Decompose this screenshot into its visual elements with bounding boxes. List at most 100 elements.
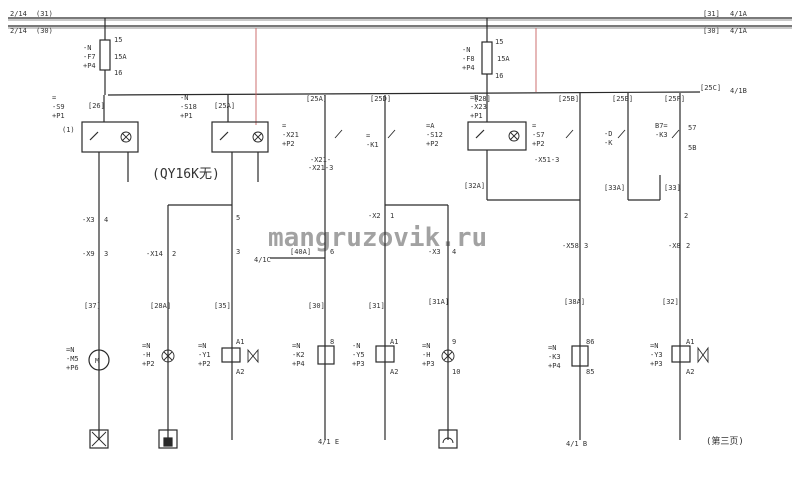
svg-text:A1: A1	[390, 338, 398, 346]
svg-text:=N: =N	[470, 94, 478, 102]
svg-text:+P4: +P4	[292, 360, 305, 368]
svg-text:=N: =N	[292, 342, 300, 350]
svg-text:-K3: -K3	[548, 353, 561, 361]
cross-ref: 4/1C	[254, 256, 271, 264]
svg-text:[38A]: [38A]	[564, 298, 585, 306]
svg-text:1: 1	[390, 212, 394, 220]
svg-text:[40A]: [40A]	[290, 248, 311, 256]
svg-text:4: 4	[452, 248, 456, 256]
svg-text:-H: -H	[142, 351, 150, 359]
svg-text:+P2: +P2	[282, 140, 295, 148]
svg-text:=A: =A	[426, 122, 435, 130]
svg-text:+P6: +P6	[66, 364, 79, 372]
lamp-1	[161, 349, 175, 363]
svg-text:-D: -D	[604, 130, 612, 138]
svg-text:[28A]: [28A]	[150, 302, 171, 310]
svg-text:8: 8	[330, 338, 334, 346]
svg-text:-F7: -F7	[83, 53, 96, 61]
bus-left-top-tag: (31)	[36, 10, 53, 18]
svg-text:[25E]: [25E]	[612, 95, 633, 103]
svg-text:-X21-: -X21-	[310, 156, 331, 164]
svg-text:=N: =N	[142, 342, 150, 350]
svg-text:-K: -K	[604, 139, 613, 147]
svg-text:-X21-3: -X21-3	[308, 164, 333, 172]
relay-1	[317, 345, 335, 365]
bus-right-top-tag: [31]	[703, 10, 720, 18]
svg-text:2: 2	[684, 212, 688, 220]
svg-text:9: 9	[452, 338, 456, 346]
svg-text:-Y5: -Y5	[352, 351, 365, 359]
svg-text:+P3: +P3	[650, 360, 663, 368]
svg-text:2: 2	[172, 250, 176, 258]
svg-text:=: =	[52, 94, 56, 102]
svg-text:[28]: [28]	[474, 95, 491, 103]
svg-text:16: 16	[495, 72, 503, 80]
svg-text:-F8: -F8	[462, 55, 475, 63]
svg-text:-K3: -K3	[655, 131, 668, 139]
svg-text:[25F]: [25F]	[664, 95, 685, 103]
svg-text:-S7: -S7	[532, 131, 545, 139]
svg-text:[33A]: [33A]	[604, 184, 625, 192]
svg-text:-N: -N	[352, 342, 360, 350]
svg-text:-K1: -K1	[366, 141, 379, 149]
bus-right-mid-tag: [25C]	[700, 84, 721, 92]
svg-text:-N: -N	[462, 46, 470, 54]
bus-left-top: 2/14	[10, 10, 27, 18]
fuse-right	[481, 18, 493, 93]
bus-left-bot-tag: (30)	[36, 27, 53, 35]
svg-text:=: =	[282, 122, 286, 130]
fuse-right-rating: 15A	[497, 55, 510, 63]
svg-text:86: 86	[586, 338, 594, 346]
svg-text:[31]: [31]	[368, 302, 385, 310]
svg-text:3: 3	[584, 242, 588, 250]
svg-text:5: 5	[236, 214, 240, 222]
svg-text:+P2: +P2	[532, 140, 545, 148]
svg-text:4: 4	[104, 216, 108, 224]
svg-text:=N: =N	[422, 342, 430, 350]
svg-text:+P3: +P3	[352, 360, 365, 368]
watermark: mangruzovik.ru	[268, 223, 487, 253]
svg-text:-X51-3: -X51-3	[534, 156, 559, 164]
svg-text:+P1: +P1	[470, 112, 483, 120]
lamp-2	[441, 349, 455, 363]
svg-text:[32A]: [32A]	[464, 182, 485, 190]
svg-text:[25A]: [25A]	[214, 102, 235, 110]
valve-2	[375, 345, 395, 363]
page-note: (第三页)	[706, 435, 744, 447]
svg-text:=N: =N	[66, 346, 74, 354]
svg-text:-X2: -X2	[368, 212, 381, 220]
svg-text:=: =	[366, 132, 370, 140]
svg-text:-Y3: -Y3	[650, 351, 663, 359]
fuse-left-rating: 15A	[114, 53, 127, 61]
svg-text:16: 16	[114, 69, 122, 77]
svg-text:A2: A2	[236, 368, 244, 376]
svg-text:6: 6	[330, 248, 334, 256]
svg-text:-N: -N	[180, 94, 188, 102]
svg-text:A2: A2	[686, 368, 694, 376]
svg-text:-S9: -S9	[52, 103, 65, 111]
valve-3	[671, 345, 709, 364]
wires	[98, 93, 681, 440]
svg-text:A1: A1	[686, 338, 694, 346]
svg-text:+P2: +P2	[142, 360, 155, 368]
svg-text:[31A]: [31A]	[428, 298, 449, 306]
contacts	[334, 129, 680, 139]
svg-text:-K2: -K2	[292, 351, 305, 359]
svg-text:[32]: [32]	[662, 298, 679, 306]
valve-1	[221, 347, 259, 364]
svg-text:+P1: +P1	[52, 112, 65, 120]
svg-text:+P1: +P1	[180, 112, 193, 120]
model-note: (QY16K无)	[152, 167, 220, 182]
svg-text:[37]: [37]	[84, 302, 101, 310]
motor-symbol	[88, 349, 110, 371]
svg-text:3: 3	[236, 248, 240, 256]
svg-text:15: 15	[114, 36, 122, 44]
svg-text:+P4: +P4	[83, 62, 96, 70]
svg-text:-X3: -X3	[428, 248, 441, 256]
svg-text:-Y1: -Y1	[198, 351, 211, 359]
svg-text:[26]: [26]	[88, 102, 105, 110]
bottom-note-right: 4/1 B	[566, 440, 587, 448]
svg-text:-M5: -M5	[66, 355, 79, 363]
svg-text:[30]: [30]	[308, 302, 325, 310]
